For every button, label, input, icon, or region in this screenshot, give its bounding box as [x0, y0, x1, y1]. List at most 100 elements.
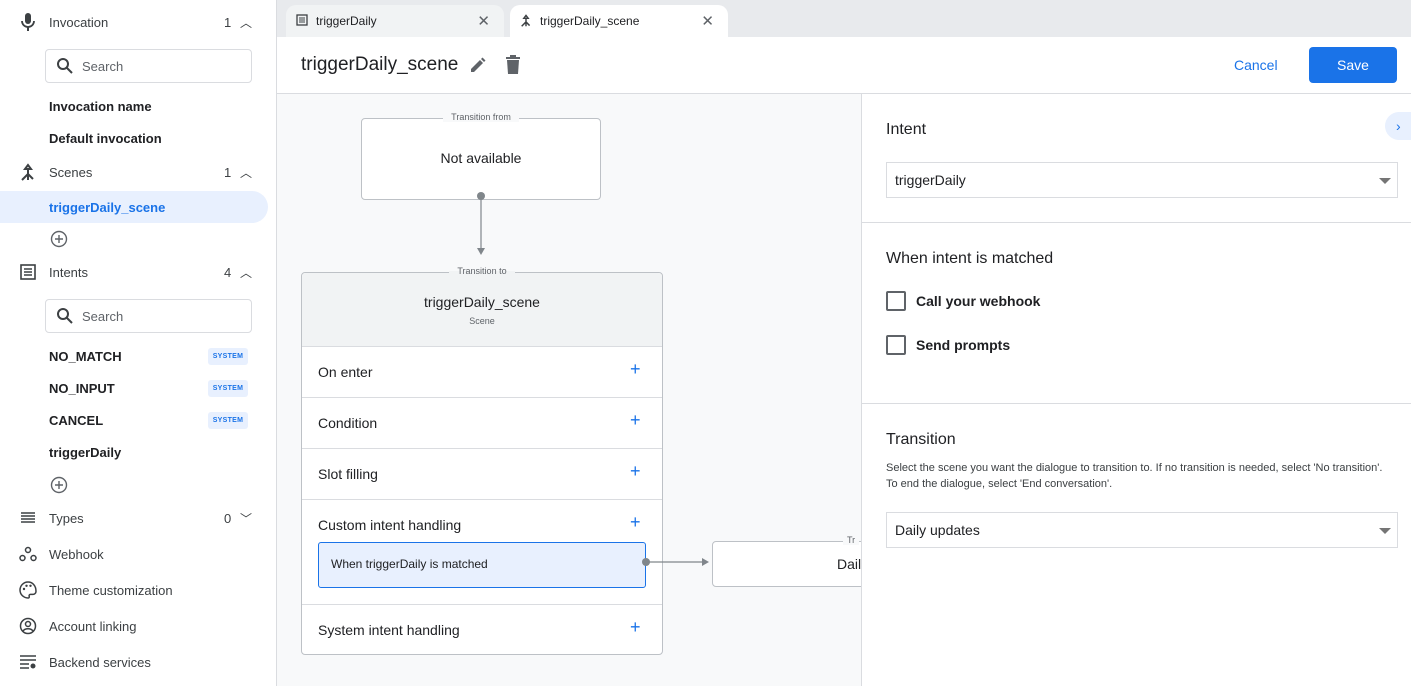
intent-heading: Intent	[886, 121, 927, 138]
backend-services-icon	[18, 652, 38, 672]
target-scene-node[interactable]: Tr Dail	[712, 535, 861, 587]
intent-list-icon	[18, 262, 38, 282]
connector-arrow	[477, 192, 485, 255]
tab-triggerdaily[interactable]: triggerDaily ✕	[286, 5, 504, 37]
node-value: Dail	[837, 556, 861, 572]
transition-heading: Transition	[886, 431, 956, 448]
section-types[interactable]: Types 0 ﹀	[0, 504, 276, 532]
row-custom-intent-handling[interactable]: Custom intent handling + When triggerDail…	[302, 499, 662, 604]
types-list-icon	[18, 508, 38, 528]
transition-description: Select the scene you want the dialogue t…	[886, 462, 1383, 490]
checkbox-label: Send prompts	[916, 337, 1011, 353]
tab-label: triggerDaily_scene	[540, 14, 640, 28]
handler-connector-arrow	[642, 558, 709, 566]
section-count: 1	[224, 14, 232, 30]
row-condition[interactable]: Condition+	[302, 397, 662, 448]
divider	[862, 403, 1411, 404]
link-label: Account linking	[49, 618, 137, 634]
tab-label: triggerDaily	[316, 14, 377, 28]
add-plus-icon[interactable]: +	[630, 359, 641, 379]
add-scene-icon[interactable]	[50, 230, 68, 248]
sidebar-item-backend-services[interactable]: Backend services	[0, 648, 276, 676]
add-plus-icon[interactable]: +	[630, 617, 641, 637]
sidebar-item-triggerdaily[interactable]: triggerDaily	[49, 445, 122, 460]
cancel-button[interactable]: Cancel	[1234, 57, 1278, 73]
dropdown-arrow-icon	[1379, 528, 1391, 534]
chevron-up-icon[interactable]: ︿	[240, 15, 253, 30]
node-legend: Transition to	[449, 266, 515, 276]
close-icon[interactable]: ✕	[701, 13, 714, 30]
page-title: triggerDaily_scene	[301, 54, 459, 75]
search-placeholder: Search	[82, 308, 124, 324]
sidebar-item-theme-customization[interactable]: Theme customization	[0, 576, 276, 604]
row-label: System intent handling	[318, 622, 460, 638]
scene-name: triggerDaily_scene	[424, 294, 540, 310]
intent-handler-item[interactable]: When triggerDaily is matched	[318, 542, 646, 588]
chevron-down-icon[interactable]: ﹀	[240, 511, 253, 526]
add-plus-icon[interactable]: +	[630, 410, 641, 430]
sidebar-item-account-linking[interactable]: Account linking	[0, 612, 276, 640]
edit-pencil-icon[interactable]	[469, 56, 487, 74]
sidebar-item-no-match[interactable]: NO_MATCH	[49, 349, 122, 364]
intents-search-input[interactable]: Search	[45, 299, 252, 333]
delete-trash-icon[interactable]	[505, 55, 521, 74]
row-on-enter[interactable]: On enter+	[302, 346, 662, 397]
section-count: 0	[224, 510, 232, 526]
transition-from-node: Transition from Not available	[361, 112, 601, 200]
chevron-up-icon[interactable]: ︿	[240, 165, 253, 180]
sidebar-item-no-input[interactable]: NO_INPUT	[49, 381, 115, 396]
microphone-icon	[18, 12, 38, 32]
select-value: triggerDaily	[895, 172, 966, 188]
row-system-intent-handling[interactable]: System intent handling +	[302, 604, 662, 655]
matched-heading: When intent is matched	[886, 250, 1054, 267]
section-scenes[interactable]: Scenes 1 ︿	[0, 158, 276, 186]
section-count: 4	[224, 264, 232, 280]
details-panel: › Intent triggerDaily When intent is mat…	[861, 94, 1411, 686]
scene-merge-icon	[521, 14, 531, 27]
scene-node: Transition to triggerDaily_scene Scene O…	[301, 266, 663, 655]
save-button[interactable]: Save	[1309, 47, 1397, 83]
row-label: Slot filling	[318, 466, 378, 482]
section-label: Intents	[49, 264, 89, 280]
add-intent-icon[interactable]	[50, 476, 68, 494]
link-label: Webhook	[49, 546, 104, 562]
intent-list-icon	[296, 14, 308, 26]
row-label: Custom intent handling	[318, 517, 462, 533]
close-icon[interactable]: ✕	[477, 13, 490, 30]
section-label: Types	[49, 510, 84, 526]
transition-select[interactable]: Daily updates	[886, 512, 1398, 548]
tab-triggerdaily-scene[interactable]: triggerDaily_scene ✕	[510, 5, 728, 37]
collapse-panel-chevron-right-icon[interactable]: ›	[1385, 112, 1411, 140]
sidebar-item-webhook[interactable]: Webhook	[0, 540, 276, 568]
header: triggerDaily_scene Cancel Save	[277, 37, 1411, 94]
sidebar: Invocation 1 ︿ Search Invocation name De…	[0, 0, 277, 686]
sidebar-item-cancel[interactable]: CANCEL	[49, 413, 104, 428]
scene-type: Scene	[469, 316, 495, 326]
select-value: Daily updates	[895, 522, 980, 538]
scene-label: triggerDaily_scene	[49, 200, 166, 215]
section-intents[interactable]: Intents 4 ︿	[0, 258, 276, 286]
sidebar-item-default-invocation[interactable]: Default invocation	[49, 131, 162, 146]
add-plus-icon[interactable]: +	[630, 461, 641, 481]
node-value: Not available	[440, 150, 522, 166]
send-prompts-checkbox[interactable]	[886, 335, 906, 355]
scene-header	[302, 273, 662, 346]
scene-merge-icon	[18, 162, 38, 182]
section-invocation[interactable]: Invocation 1 ︿	[0, 8, 276, 36]
tab-bar: triggerDaily ✕ triggerDaily_scene ✕	[277, 0, 1411, 37]
link-label: Backend services	[49, 654, 151, 670]
sidebar-item-triggerdaily-scene[interactable]: triggerDaily_scene	[0, 191, 268, 223]
sidebar-item-invocation-name[interactable]: Invocation name	[49, 99, 152, 114]
invocation-search-input[interactable]: Search	[45, 49, 252, 83]
intent-select[interactable]: triggerDaily	[886, 162, 1398, 198]
add-plus-icon[interactable]: +	[630, 512, 641, 532]
call-webhook-checkbox[interactable]	[886, 291, 906, 311]
system-badge: SYSTEM	[208, 348, 248, 365]
system-badge: SYSTEM	[208, 380, 248, 397]
dropdown-arrow-icon	[1379, 178, 1391, 184]
search-placeholder: Search	[82, 58, 124, 74]
search-icon	[57, 58, 73, 74]
chevron-up-icon[interactable]: ︿	[240, 265, 253, 280]
row-slot-filling[interactable]: Slot filling +	[302, 448, 662, 499]
flow-canvas[interactable]: Transition from Not available Transition…	[277, 94, 861, 686]
